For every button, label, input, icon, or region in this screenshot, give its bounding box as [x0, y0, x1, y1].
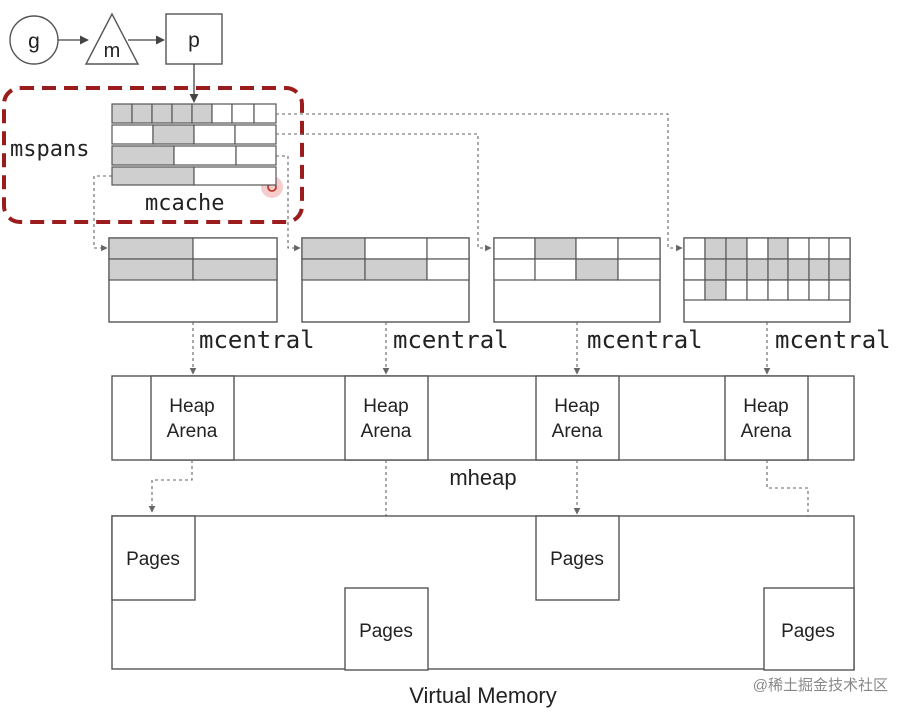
- virtual-memory-container: [111, 515, 855, 671]
- pages-label-4: Pages: [781, 621, 835, 642]
- mcache-to-mcentral-1-arrow: [93, 175, 112, 252]
- virtual-memory-label: Virtual Memory: [409, 683, 557, 708]
- g-label: g: [28, 30, 40, 53]
- m-node: m: [84, 12, 140, 65]
- p-label: p: [188, 29, 200, 52]
- mcache-to-mcentral-3-arrow: [276, 133, 492, 252]
- mcache-highlight-border: [2, 86, 304, 224]
- mcentral-2: [301, 237, 470, 323]
- mcache-spans: [111, 103, 277, 186]
- g-node: g: [9, 15, 59, 65]
- mcentral-4: [683, 237, 851, 323]
- heap-arena-4: [724, 375, 809, 461]
- heap-arena-1: [150, 375, 235, 461]
- mcentral-label-4: mcentral: [775, 326, 891, 354]
- arena-4-to-pages-arrow: [766, 460, 812, 586]
- mcentral-label-1: mcentral: [199, 326, 315, 354]
- pages-label-3: Pages: [550, 549, 604, 570]
- mcentral-label-3: mcentral: [587, 326, 703, 354]
- pages-label-2: Pages: [359, 621, 413, 642]
- arena-1-to-pages-arrow: [148, 460, 193, 513]
- pages-box-3: [535, 515, 620, 601]
- watermark: @稀土掘金技术社区: [753, 677, 888, 694]
- mcentral-label-2: mcentral: [393, 326, 509, 354]
- mcache-label: mcache: [145, 191, 224, 216]
- mspans-label: mspans: [10, 137, 89, 162]
- mheap-container: [111, 375, 855, 461]
- pages-label-1: Pages: [126, 549, 180, 570]
- p-node: p: [165, 13, 223, 65]
- pages-box-1: [111, 515, 196, 601]
- mcentral-1: [108, 237, 278, 323]
- mheap-label: mheap: [449, 465, 516, 490]
- pages-box-2: [344, 587, 429, 671]
- heap-arena-2: [344, 375, 429, 461]
- mcentral-3: [493, 237, 661, 323]
- mcache-to-mcentral-4-arrow: [276, 113, 683, 252]
- mcache-to-mcentral-2-arrow: [276, 155, 301, 252]
- pages-box-4: [763, 587, 855, 671]
- heap-arena-3: [535, 375, 620, 461]
- m-label: m: [104, 40, 121, 62]
